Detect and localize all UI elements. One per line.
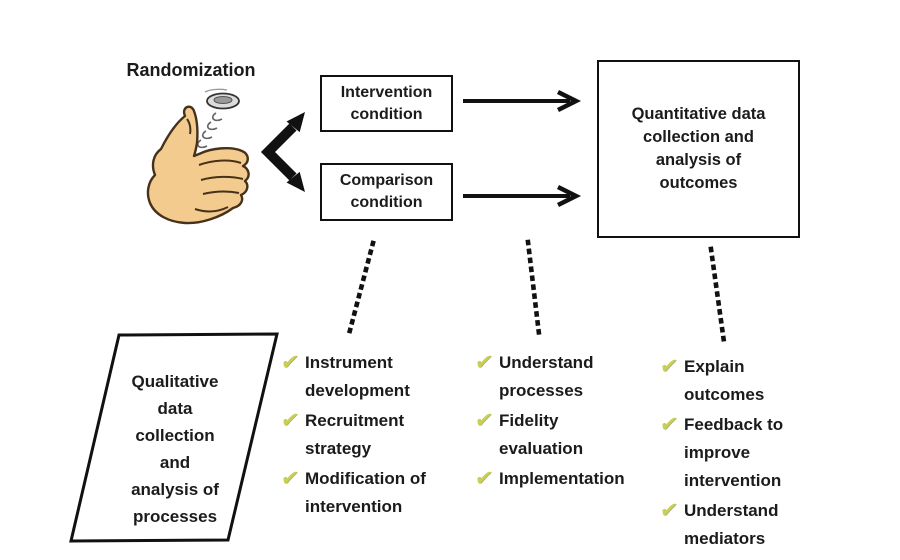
quantitative-data-label: Quantitative data collection and analysi… xyxy=(631,105,766,192)
checklist-column-process-design: ✔ Instrument development ✔ Recruitment s… xyxy=(279,349,441,523)
check-item: ✔ Implementation xyxy=(473,465,645,493)
branch-arrows-icon xyxy=(252,106,314,201)
dotted-connector-quant-icon xyxy=(698,242,738,350)
check-item-label: Fidelity evaluation xyxy=(499,411,584,458)
check-item-label: Instrument development xyxy=(305,353,410,400)
intervention-condition-label: Intervention condition xyxy=(340,83,433,123)
check-item: ✔ Feedback to improve intervention xyxy=(658,411,820,495)
check-item: ✔ Fidelity evaluation xyxy=(473,407,645,463)
checklist-column-outcomes: ✔ Explain outcomes ✔ Feedback to improve… xyxy=(658,353,820,555)
check-item-label: Understand mediators xyxy=(684,501,779,548)
checkmark-icon: ✔ xyxy=(473,467,495,490)
check-item-label: Implementation xyxy=(499,469,625,488)
dotted-connector-comparison-icon xyxy=(338,236,384,342)
check-item-label: Modification of intervention xyxy=(305,469,426,516)
checkmark-icon: ✔ xyxy=(279,409,301,432)
check-item: ✔ Modification of intervention xyxy=(279,465,441,521)
check-item: ✔ Recruitment strategy xyxy=(279,407,441,463)
intervention-condition-box: Intervention condition xyxy=(320,75,453,132)
check-item-label: Explain outcomes xyxy=(684,357,765,404)
arrow-intervention-to-quant-icon xyxy=(462,89,582,113)
check-item: ✔ Understand mediators xyxy=(658,497,820,553)
check-item: ✔ Instrument development xyxy=(279,349,441,405)
checkmark-icon: ✔ xyxy=(473,351,495,374)
randomization-label: Randomization xyxy=(126,60,256,80)
checkmark-icon: ✔ xyxy=(279,351,301,374)
checkmark-icon: ✔ xyxy=(658,355,680,378)
check-item-label: Feedback to improve intervention xyxy=(684,415,784,490)
qualitative-data-parallelogram xyxy=(58,324,292,550)
checkmark-icon: ✔ xyxy=(473,409,495,432)
checkmark-icon: ✔ xyxy=(658,499,680,522)
dotted-connector-middle-icon xyxy=(516,236,552,342)
coin-flip-hand-icon xyxy=(135,85,265,230)
comparison-condition-label: Comparison condition xyxy=(339,172,434,211)
qualitative-data-label: Qualitative data collection and analysis… xyxy=(131,372,219,526)
check-item: ✔ Understand processes xyxy=(473,349,645,405)
arrow-comparison-to-quant-icon xyxy=(462,184,582,208)
comparison-condition-box: Comparison condition xyxy=(320,163,453,221)
check-item: ✔ Explain outcomes xyxy=(658,353,820,409)
checkmark-icon: ✔ xyxy=(279,467,301,490)
quantitative-data-box: Quantitative data collection and analysi… xyxy=(597,60,800,238)
check-item-label: Understand processes xyxy=(499,353,594,400)
check-item-label: Recruitment strategy xyxy=(305,411,405,458)
checkmark-icon: ✔ xyxy=(658,413,680,436)
checklist-column-processes: ✔ Understand processes ✔ Fidelity evalua… xyxy=(473,349,645,495)
